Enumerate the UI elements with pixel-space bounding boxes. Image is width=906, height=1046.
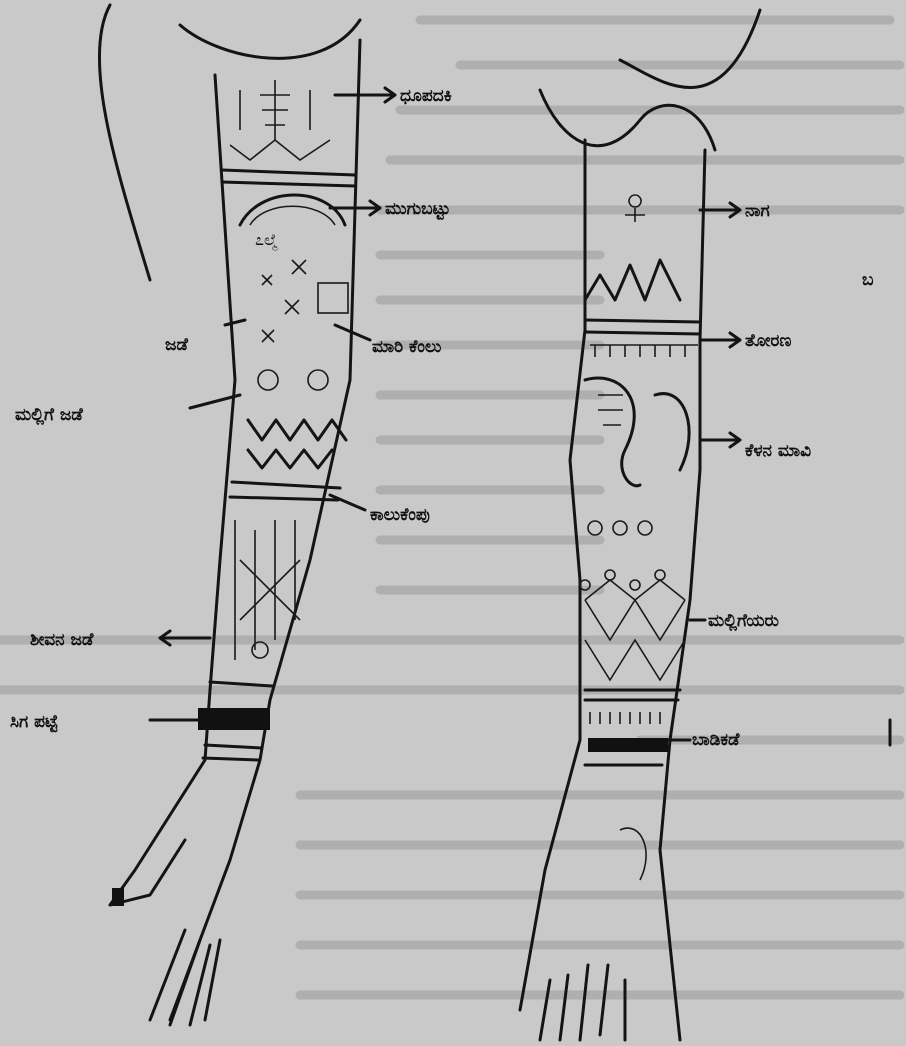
label-top: ಧೂಪದಕಿ	[400, 86, 452, 106]
label-mango-right: ಕೆಳನ ಮಾವಿ	[745, 441, 811, 461]
left-arm: ೭ಲ್ಮೆ	[99, 5, 360, 1025]
callout-arrows	[150, 88, 890, 745]
label-lower: ಶೀವನ ಜಡೆ	[30, 630, 95, 650]
background-print	[0, 20, 900, 995]
label-mango-left: ಮುಗುಬಟ್ಟು	[385, 199, 450, 221]
label-top-right: ನಾಗ	[745, 201, 770, 221]
label-band-right: ತೋರಣ	[745, 331, 791, 351]
label-kolumbi: ಮಾರಿ ಕೆಂಲು	[372, 337, 442, 357]
svg-text:೭ಲ್ಮೆ: ೭ಲ್ಮೆ	[255, 230, 279, 251]
label-stray: ಬ	[862, 270, 874, 290]
label-flower: ಮಲ್ಲಿಗೆ ಜಡೆ	[15, 405, 84, 426]
label-midband: ಕಾಲುಕೆಂಪು	[370, 505, 430, 525]
label-pattern-right: ಮಲ್ಲಿಗೆಯರು	[708, 611, 780, 632]
label-jade: ಜಡೆ	[165, 335, 189, 355]
label-wrist: ಸಿಗ ಪಟ್ಟೆ	[10, 712, 58, 733]
label-wrist-right: ಬಾಡಿಕಡೆ	[692, 730, 741, 750]
label-layer: ಧೂಪದಕಿ ಮುಗುಬಟ್ಟು ಜಡೆ ಮಾರಿ ಕೆಂಲು ಮಲ್ಲಿಗೆ …	[10, 86, 874, 750]
